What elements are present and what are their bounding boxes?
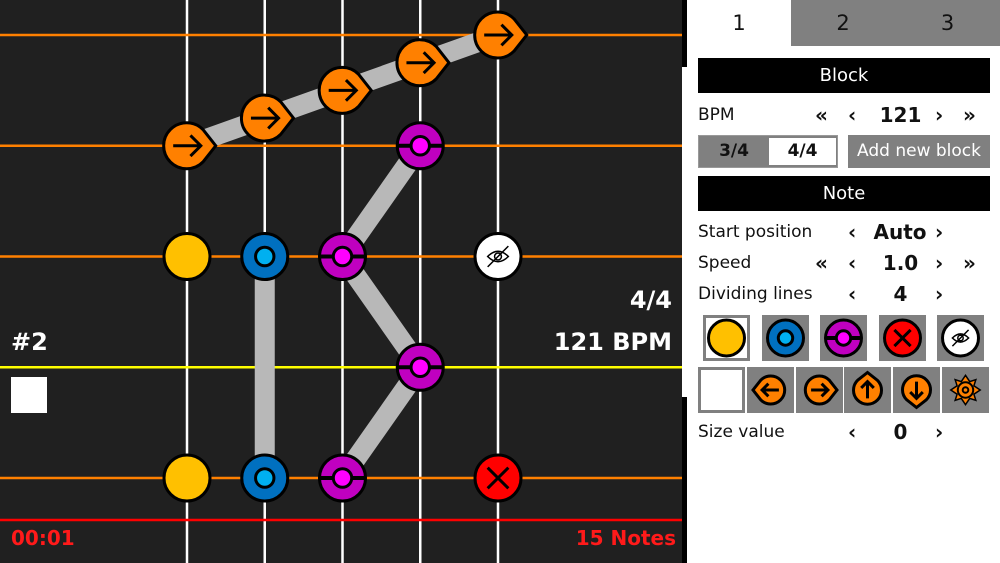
note-type-red-x-button[interactable] [878, 315, 926, 361]
note-type-hidden-button[interactable] [937, 315, 984, 361]
note-section-header: Note [698, 176, 990, 211]
note-purple[interactable] [318, 453, 367, 503]
bpm-value: 121 [879, 103, 922, 127]
purple-note-icon [824, 318, 863, 358]
size-value-row: Size value ‹ 0 › [698, 418, 990, 446]
bpm-increase-fast-button[interactable]: » [963, 103, 976, 127]
arrow-type-arrow-left-button[interactable] [746, 367, 794, 413]
block-number: #2 [11, 328, 48, 356]
arrow-type-arrow-down-button[interactable] [893, 367, 941, 413]
scrollbar-bottom[interactable] [682, 397, 687, 563]
red-x-note-icon [882, 318, 922, 358]
time-signature-label: 4/4 [629, 286, 672, 314]
speed-increase-fast-button[interactable]: » [963, 251, 976, 275]
note-yellow[interactable] [162, 453, 212, 503]
note-connector [330, 140, 433, 484]
note-type-purple-button[interactable] [820, 315, 867, 361]
note-blue[interactable] [240, 453, 290, 503]
note-count: 15 Notes [575, 526, 676, 550]
note-red-x[interactable] [473, 453, 523, 503]
speed-label: Speed [698, 253, 752, 273]
bpm-row: BPM « ‹ 121 › » [698, 101, 990, 129]
dividing-lines-decrease-button[interactable]: ‹ [848, 282, 857, 306]
note-purple[interactable] [395, 342, 445, 392]
start-position-row: Start position ‹ Auto › [698, 218, 990, 246]
bpm-label: BPM [698, 105, 735, 125]
arrow-type-none-button[interactable] [698, 367, 745, 413]
bpm-display: 121 BPM [553, 328, 672, 356]
playback-time: 00:01 [11, 526, 75, 550]
arrow-right-icon [803, 374, 839, 406]
note-blue[interactable] [240, 232, 290, 281]
note-purple[interactable] [395, 121, 445, 171]
dividing-lines-value: 4 [893, 282, 908, 306]
arrow-type-arrow-right-button[interactable] [795, 367, 843, 413]
note-arrow-right[interactable] [239, 93, 296, 143]
speed-decrease-fast-button[interactable]: « [815, 251, 828, 275]
add-new-block-button[interactable]: Add new block [848, 135, 990, 168]
block-section-header: Block [698, 58, 990, 93]
start-position-decrease-button[interactable]: ‹ [848, 220, 857, 244]
arrow-down-icon [901, 374, 933, 410]
note-arrow-right[interactable] [473, 10, 529, 60]
dividing-lines-label: Dividing lines [698, 284, 813, 304]
time-sig-4-4[interactable]: 4/4 [769, 138, 836, 165]
bpm-decrease-button[interactable]: ‹ [848, 103, 857, 127]
arrow-up-icon [852, 370, 884, 406]
note-type-yellow-button[interactable] [703, 315, 750, 361]
tab-1[interactable]: 1 [687, 0, 791, 46]
tab-3[interactable]: 3 [895, 0, 1000, 46]
bpm-increase-button[interactable]: › [935, 103, 944, 127]
hidden-note-icon [941, 318, 980, 358]
dividing-lines-increase-button[interactable]: › [935, 282, 944, 306]
bpm-decrease-fast-button[interactable]: « [815, 103, 828, 127]
tab-2[interactable]: 2 [791, 0, 895, 46]
blue-note-icon [765, 318, 805, 358]
start-position-value: Auto [873, 220, 927, 244]
arrow-type-arrow-up-button[interactable] [844, 367, 892, 413]
speed-row: Speed « ‹ 1.0 › » [698, 249, 990, 277]
note-arrow-right[interactable] [162, 121, 218, 171]
note-arrow-right[interactable] [317, 65, 374, 115]
yellow-note-icon [707, 318, 746, 358]
block-color-swatch[interactable] [11, 377, 47, 413]
time-signature-toggle: 3/4 4/4 [698, 135, 838, 168]
speed-value: 1.0 [882, 251, 919, 275]
note-type-blue-button[interactable] [761, 315, 809, 361]
size-value-value: 0 [893, 420, 908, 444]
dividing-lines-row: Dividing lines ‹ 4 › [698, 280, 990, 308]
spin-icon [949, 373, 982, 407]
note-arrow-right[interactable] [395, 38, 451, 88]
note-lanes[interactable] [0, 0, 682, 563]
scrollbar-top[interactable] [682, 0, 687, 67]
note-yellow[interactable] [162, 232, 212, 281]
arrow-left-icon [750, 374, 786, 406]
note-purple[interactable] [318, 232, 367, 281]
size-value-label: Size value [698, 422, 785, 442]
size-value-increase-button[interactable]: › [935, 420, 944, 444]
start-position-label: Start position [698, 222, 813, 242]
speed-decrease-button[interactable]: ‹ [848, 251, 857, 275]
size-value-decrease-button[interactable]: ‹ [848, 420, 857, 444]
start-position-increase-button[interactable]: › [935, 220, 944, 244]
editor-panel: 1 2 3 Block BPM « ‹ 121 › » 3/4 4/4 Add … [687, 0, 1000, 563]
speed-increase-button[interactable]: › [935, 251, 944, 275]
chart-editor-canvas[interactable]: #2 4/4 121 BPM 00:01 15 Notes [0, 0, 682, 563]
time-sig-3-4[interactable]: 3/4 [719, 141, 749, 161]
note-hidden[interactable] [473, 232, 523, 281]
arrow-type-spin-button[interactable] [942, 367, 989, 413]
